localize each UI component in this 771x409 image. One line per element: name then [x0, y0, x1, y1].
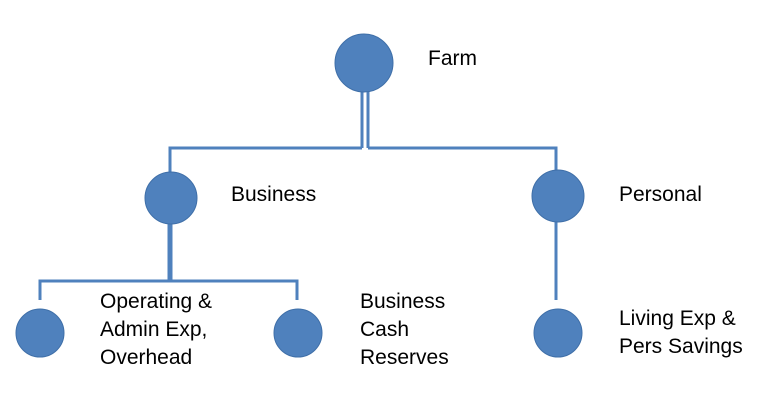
node-operating-label-line-1: Operating & [100, 290, 213, 313]
node-living-circle [533, 308, 583, 358]
node-farm-label: Farm [428, 47, 477, 70]
node-farm-circle [334, 33, 394, 93]
node-business-cash-label-line-2: Cash [360, 318, 410, 341]
connector-farm-personal [368, 146, 558, 172]
node-personal-label: Personal [619, 183, 702, 206]
node-personal-circle [531, 169, 585, 223]
node-living-label-line-1: Living Exp & [619, 307, 736, 330]
node-business-cash-label: Business Cash Reserves [360, 288, 449, 372]
node-business-cash-label-line-3: Reserves [360, 346, 449, 369]
connector-business-operating [38, 279, 170, 300]
node-business-cash-circle [273, 308, 323, 358]
node-living-label-line-2: Pers Savings [619, 335, 743, 358]
node-operating-label: Operating & Admin Exp, Overhead [100, 288, 212, 372]
node-operating-circle [15, 308, 65, 358]
node-business-label: Business [231, 183, 317, 206]
connectors [38, 90, 558, 300]
connector-business-cash [170, 279, 299, 300]
node-operating-label-line-3: Overhead [100, 346, 193, 369]
node-business-cash-label-line-1: Business [360, 290, 446, 313]
node-business-circle [144, 171, 198, 225]
connector-farm-business [168, 146, 362, 172]
node-operating-label-line-2: Admin Exp, [100, 318, 208, 341]
node-living-label: Living Exp & Pers Savings [619, 305, 743, 361]
